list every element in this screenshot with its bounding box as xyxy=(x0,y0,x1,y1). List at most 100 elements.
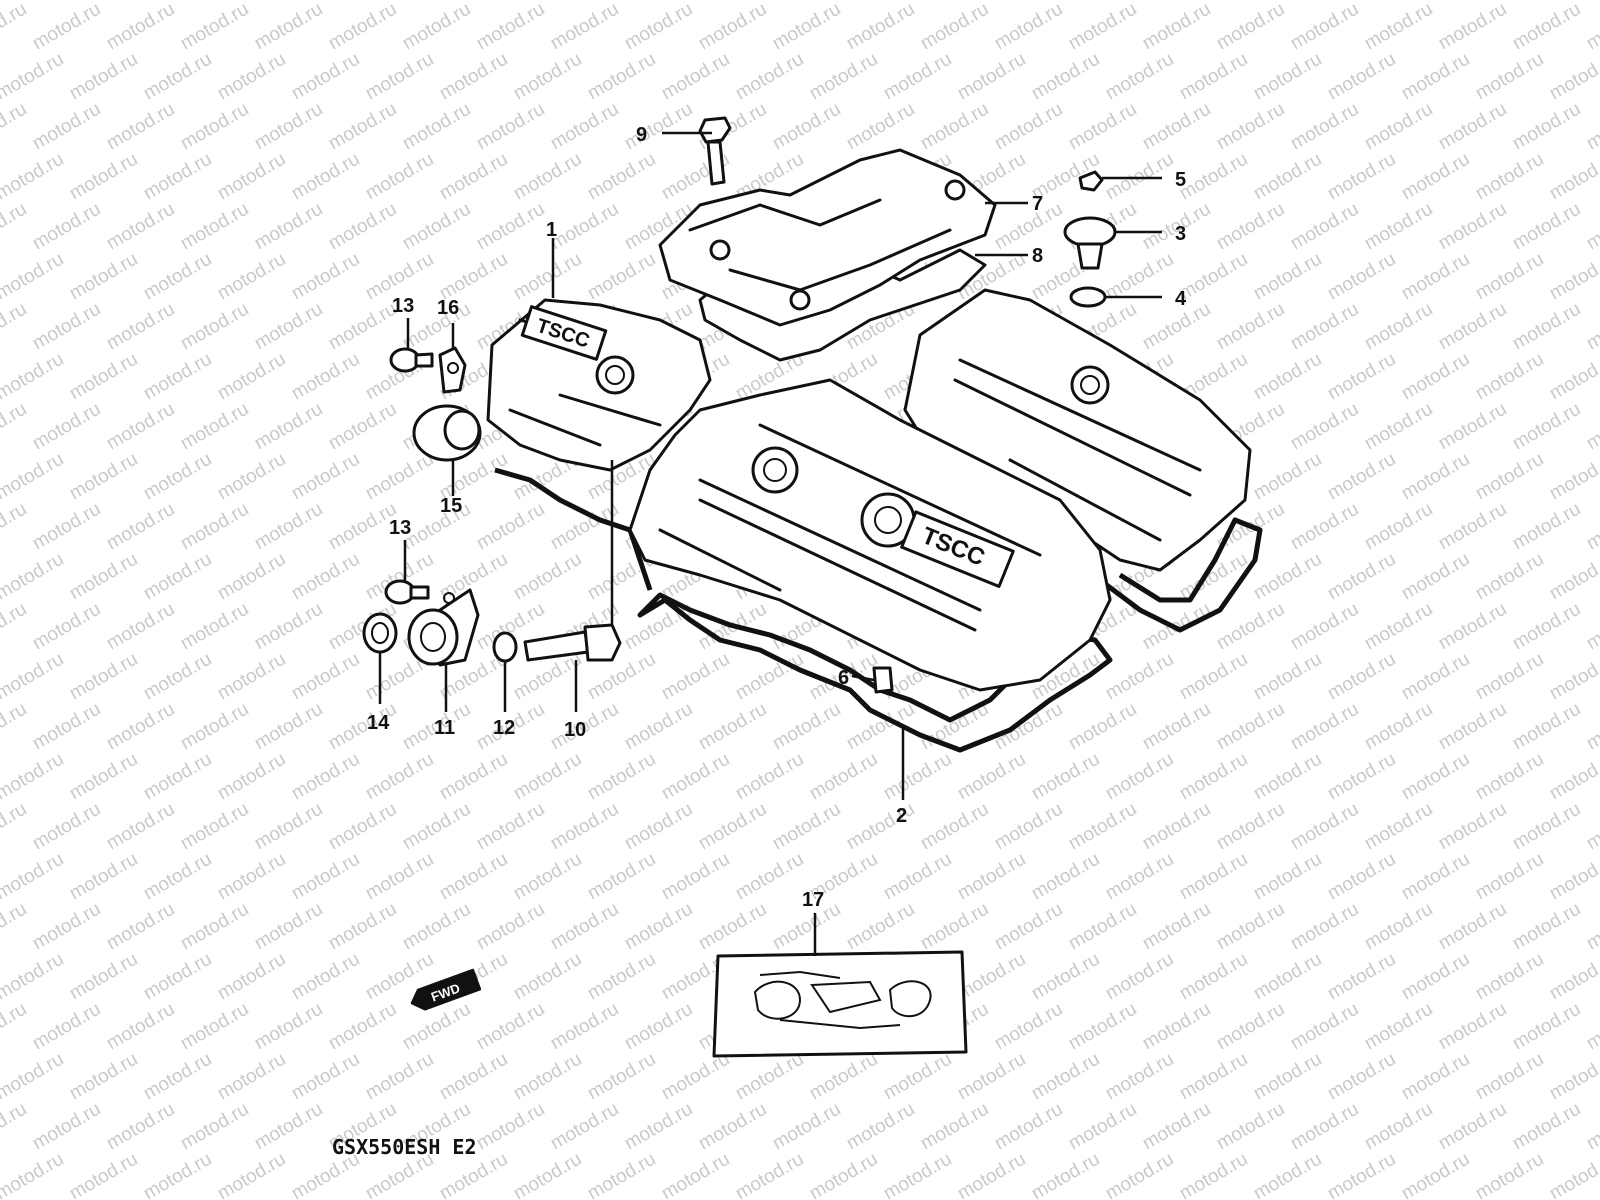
watermark-text: motod.ru xyxy=(436,549,511,605)
watermark-text: motod.ru xyxy=(177,599,252,655)
bolt-13-upper xyxy=(389,347,434,373)
watermark-text: motod.ru xyxy=(140,549,215,605)
watermark-text: motod.ru xyxy=(251,0,326,54)
watermark-text: motod.ru xyxy=(140,49,215,105)
watermark-text: motod.ru xyxy=(1213,899,1288,955)
watermark-text: motod.ru xyxy=(0,399,30,455)
spark-plug-hole-front-left xyxy=(751,446,799,494)
watermark-text: motod.ru xyxy=(1509,799,1584,855)
watermark-text: motod.ru xyxy=(362,749,437,805)
watermark-text: motod.ru xyxy=(732,749,807,805)
watermark-text: motod.ru xyxy=(1583,499,1600,555)
watermark-text: motod.ru xyxy=(1435,0,1510,54)
watermark-text: motod.ru xyxy=(1324,1149,1399,1200)
watermark-text: motod.ru xyxy=(547,99,622,155)
watermark-text: motod.ru xyxy=(251,599,326,655)
watermark-text: motod.ru xyxy=(1176,249,1251,305)
watermark-text: motod.ru xyxy=(658,49,733,105)
watermark-text: motod.ru xyxy=(1065,799,1140,855)
watermark-text: motod.ru xyxy=(1472,449,1547,505)
watermark-text: motod.ru xyxy=(1139,799,1214,855)
watermark-text: motod.ru xyxy=(66,449,141,505)
housing-11 xyxy=(407,588,480,667)
watermark-text: motod.ru xyxy=(1435,99,1510,155)
watermark-text: motod.ru xyxy=(29,899,104,955)
watermark-text: motod.ru xyxy=(140,1149,215,1200)
watermark-text: motod.ru xyxy=(473,199,548,255)
watermark-text: motod.ru xyxy=(621,799,696,855)
callout-7: 7 xyxy=(1032,193,1043,215)
watermark-text: motod.ru xyxy=(103,799,178,855)
watermark-text: motod.ru xyxy=(362,0,437,4)
watermark-text: motod.ru xyxy=(436,849,511,905)
watermark-text: motod.ru xyxy=(1176,49,1251,105)
watermark-text: motod.ru xyxy=(1213,1099,1288,1155)
watermark-text: motod.ru xyxy=(991,199,1066,255)
watermark-text: motod.ru xyxy=(954,749,1029,805)
watermark-text: motod.ru xyxy=(29,0,104,54)
watermark-text: motod.ru xyxy=(1472,249,1547,305)
watermark-text: motod.ru xyxy=(584,1049,659,1105)
watermark-text: motod.ru xyxy=(658,849,733,905)
watermark-text: motod.ru xyxy=(1324,249,1399,305)
watermark-text: motod.ru xyxy=(177,399,252,455)
watermark-text: motod.ru xyxy=(1065,899,1140,955)
watermark-text: motod.ru xyxy=(1361,599,1436,655)
watermark-text: motod.ru xyxy=(177,499,252,555)
watermark-text: motod.ru xyxy=(1287,99,1362,155)
watermark-text: motod.ru xyxy=(1287,599,1362,655)
watermark-text: motod.ru xyxy=(843,99,918,155)
watermark-text: motod.ru xyxy=(1361,299,1436,355)
watermark-text: motod.ru xyxy=(473,1099,548,1155)
watermark-text: motod.ru xyxy=(1435,999,1510,1055)
watermark-text: motod.ru xyxy=(584,49,659,105)
watermark-text: motod.ru xyxy=(917,99,992,155)
watermark-text: motod.ru xyxy=(1509,199,1584,255)
watermark-text: motod.ru xyxy=(510,1049,585,1105)
watermark-text: motod.ru xyxy=(843,1099,918,1155)
watermark-text: motod.ru xyxy=(66,1049,141,1105)
watermark-text: motod.ru xyxy=(510,849,585,905)
watermark-text: motod.ru xyxy=(769,99,844,155)
watermark-text: motod.ru xyxy=(1250,549,1325,605)
callout-15: 15 xyxy=(440,495,462,517)
watermark-text: motod.ru xyxy=(140,0,215,4)
watermark-text: motod.ru xyxy=(29,399,104,455)
watermark-text: motod.ru xyxy=(288,1049,363,1105)
watermark-text: motod.ru xyxy=(1509,699,1584,755)
watermark-text: motod.ru xyxy=(251,199,326,255)
watermark-text: motod.ru xyxy=(66,349,141,405)
seal-14 xyxy=(362,612,398,654)
watermark-text: motod.ru xyxy=(325,799,400,855)
watermark-text: motod.ru xyxy=(288,349,363,405)
watermark-text: motod.ru xyxy=(436,1049,511,1105)
watermark-text: motod.ru xyxy=(1546,49,1600,105)
callout-9: 9 xyxy=(636,124,647,146)
watermark-text: motod.ru xyxy=(1028,0,1103,4)
watermark-text: motod.ru xyxy=(1102,749,1177,805)
watermark-text: motod.ru xyxy=(325,99,400,155)
watermark-text: motod.ru xyxy=(1324,1049,1399,1105)
watermark-text: motod.ru xyxy=(103,499,178,555)
watermark-text: motod.ru xyxy=(917,1099,992,1155)
watermark-text: motod.ru xyxy=(1361,999,1436,1055)
plug-cap-15 xyxy=(412,404,482,462)
watermark-text: motod.ru xyxy=(1250,49,1325,105)
watermark-text: motod.ru xyxy=(140,249,215,305)
watermark-text: motod.ru xyxy=(66,0,141,4)
watermark-text: motod.ru xyxy=(399,999,474,1055)
watermark-text: motod.ru xyxy=(1102,1049,1177,1105)
watermark-text: motod.ru xyxy=(806,749,881,805)
watermark-text: motod.ru xyxy=(584,749,659,805)
watermark-text: motod.ru xyxy=(29,199,104,255)
watermark-text: motod.ru xyxy=(917,799,992,855)
watermark-text: motod.ru xyxy=(584,249,659,305)
watermark-text: motod.ru xyxy=(1361,0,1436,54)
watermark-text: motod.ru xyxy=(66,849,141,905)
watermark-text: motod.ru xyxy=(177,899,252,955)
watermark-text: motod.ru xyxy=(214,1149,289,1200)
watermark-text: motod.ru xyxy=(1546,949,1600,1005)
watermark-text: motod.ru xyxy=(1398,49,1473,105)
watermark-text: motod.ru xyxy=(0,599,30,655)
